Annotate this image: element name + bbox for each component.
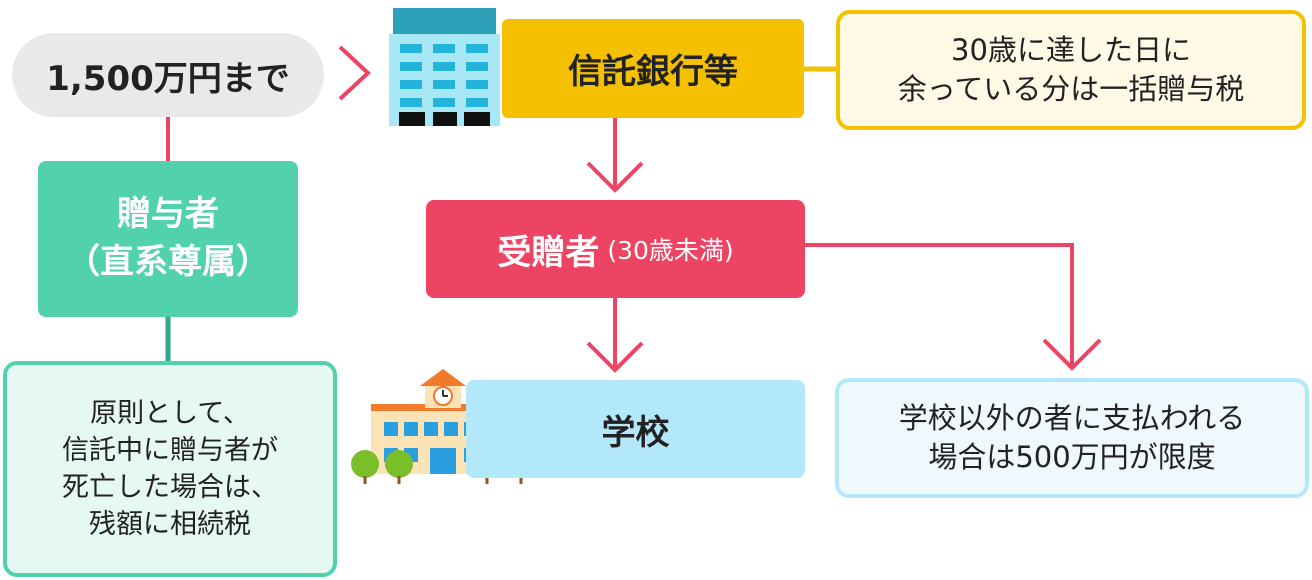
inheritance-note-line: 残額に相続税 xyxy=(89,509,251,541)
inheritance-note-line: 原則として、 xyxy=(90,397,250,429)
recipient-age-label: (30歳未満) xyxy=(607,236,734,265)
non-school-note-line: 場合は500万円が限度 xyxy=(928,440,1216,474)
amount-limit-label: 1,500万円まで xyxy=(46,58,290,99)
office-building-icon xyxy=(389,8,500,126)
recipient-to-note-arrowhead xyxy=(1042,338,1102,371)
inheritance-note: 原則として、 信託中に贈与者が 死亡した場合は、 残額に相続税 xyxy=(3,361,337,577)
age-30-note-line: 余っている分は一括贈与税 xyxy=(897,72,1245,106)
recipient-to-school-arrowhead xyxy=(586,341,644,373)
giver-box: 贈与者 （直系尊属） xyxy=(38,161,298,317)
school-label: 学校 xyxy=(601,412,670,453)
recipient-label: 受贈者 xyxy=(497,232,600,273)
arrow-to-trust xyxy=(338,45,371,101)
non-school-note-line: 学校以外の者に支払われる xyxy=(898,400,1246,435)
recipient-box: 受贈者 (30歳未満) xyxy=(426,200,805,298)
school-box: 学校 xyxy=(466,380,805,478)
giver-label: 贈与者 xyxy=(117,194,219,235)
age-30-note: 30歳に達した日に 余っている分は一括贈与税 xyxy=(836,10,1306,130)
recipient-to-note-line xyxy=(805,243,1074,366)
inheritance-note-line: 信託中に贈与者が xyxy=(62,434,278,466)
amount-limit-pill: 1,500万円まで xyxy=(12,33,324,117)
trust-to-recipient-arrowhead xyxy=(586,161,644,193)
trust-bank-box: 信託銀行等 xyxy=(502,19,804,118)
inheritance-note-line: 死亡した場合は、 xyxy=(62,472,278,503)
trust-bank-label: 信託銀行等 xyxy=(568,52,738,92)
age-30-note-line: 30歳に達した日に xyxy=(951,32,1191,67)
giver-sub-label: （直系尊属） xyxy=(66,242,270,282)
non-school-limit-note: 学校以外の者に支払われる 場合は500万円が限度 xyxy=(835,378,1309,498)
